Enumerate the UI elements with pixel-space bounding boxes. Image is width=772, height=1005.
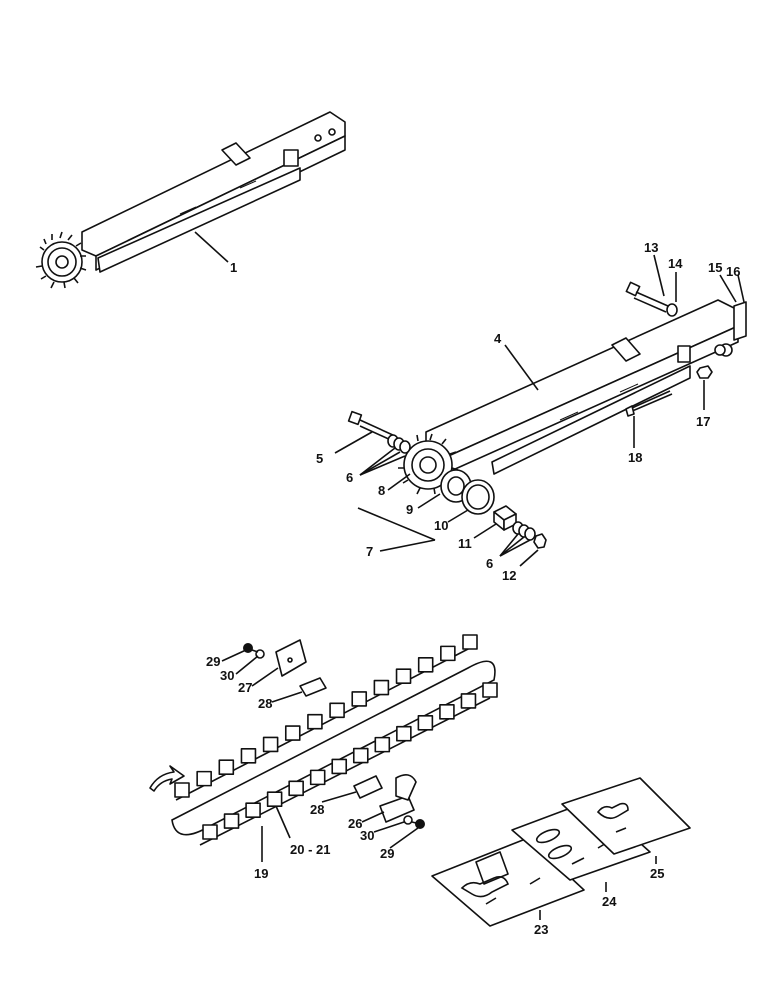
tooth-26 — [379, 774, 417, 823]
chain-link-plate — [417, 714, 434, 731]
callout-10: 10 — [434, 518, 448, 533]
callout-26: 26 — [348, 816, 362, 831]
callout-24: 24 — [602, 894, 617, 909]
chain-link-plate — [266, 791, 283, 808]
callout-30-bottom: 30 — [360, 828, 374, 843]
chain-link-plate — [440, 645, 456, 662]
spacer-block-11 — [493, 505, 517, 531]
washers-6-bottom — [512, 521, 536, 541]
chain-link-plate — [351, 691, 368, 707]
bolt-5 — [347, 410, 396, 442]
chain-link-plate — [245, 802, 261, 818]
boom-assembly-1 — [35, 111, 346, 289]
bolt-18 — [625, 390, 673, 417]
callout-19: 19 — [254, 866, 268, 881]
digging-chain-19 — [149, 634, 498, 846]
chain-link-plate — [462, 634, 478, 650]
chain-link-plate — [288, 780, 304, 797]
callout-4: 4 — [494, 331, 502, 346]
chain-link-plate — [202, 824, 218, 840]
callout-16: 16 — [726, 264, 740, 279]
drive-sprocket-8 — [398, 433, 459, 495]
chain-link-plate — [284, 725, 301, 741]
callout-20-21: 20 - 21 — [290, 842, 330, 857]
callout-11: 11 — [458, 536, 472, 551]
chain-link-plate — [329, 702, 345, 719]
callout-30-top: 30 — [220, 668, 234, 683]
callout-8: 8 — [378, 483, 385, 498]
chain-link-plate — [240, 748, 257, 764]
callout-29-bottom: 29 — [380, 846, 394, 861]
callout-7: 7 — [366, 544, 373, 559]
leader-4 — [504, 344, 539, 391]
chain-link-plate — [417, 656, 434, 673]
callout-25: 25 — [650, 866, 664, 881]
tooth-27 — [275, 639, 307, 677]
callout-23: 23 — [534, 922, 548, 937]
chain-link-plate — [309, 769, 326, 786]
callout-12: 12 — [502, 568, 516, 583]
rotation-arrow-icon — [149, 765, 185, 792]
chain-link-plate — [223, 813, 240, 829]
chain-link-plate — [352, 747, 369, 764]
callout-27: 27 — [238, 680, 252, 695]
chain-teeth-lower — [202, 682, 498, 840]
chain-link-plate — [482, 682, 498, 698]
chain-link-plate — [218, 759, 235, 776]
boom-assembly-4 — [425, 299, 739, 475]
chain-link-plate — [373, 679, 390, 696]
chain-link-plate — [196, 770, 212, 787]
callout-6-top: 6 — [346, 470, 353, 485]
chain-link-plate — [262, 736, 279, 753]
washers-6-top — [387, 434, 411, 454]
chain-link-plate — [331, 758, 348, 775]
plate-15-16 — [714, 301, 747, 357]
plates-28 — [299, 677, 383, 799]
callout-13: 13 — [644, 240, 658, 255]
bolts-29-30 — [243, 643, 425, 829]
chain-link-plate — [439, 704, 455, 720]
chain-link-plate — [396, 725, 412, 742]
callout-6-bottom: 6 — [486, 556, 493, 571]
callout-29-top: 29 — [206, 654, 220, 669]
nut-17 — [696, 365, 713, 379]
callout-1: 1 — [230, 260, 237, 275]
chain-link-plate — [174, 782, 190, 798]
callout-9: 9 — [406, 502, 413, 517]
callout-28-top: 28 — [258, 696, 272, 711]
callout-18: 18 — [628, 450, 642, 465]
washer-14 — [666, 303, 678, 317]
bolt-13 — [625, 281, 669, 313]
chain-link-plate — [374, 736, 391, 753]
chain-link-plate — [307, 713, 323, 730]
kit-card-25 — [561, 777, 691, 855]
callout-28-bottom: 28 — [310, 802, 324, 817]
chain-teeth-upper — [174, 634, 478, 798]
callout-5: 5 — [316, 451, 323, 466]
leader-1 — [194, 231, 229, 263]
retaining-ring-10 — [461, 479, 495, 515]
nut-12 — [533, 533, 547, 549]
callout-17: 17 — [696, 414, 710, 429]
chain-link-plate — [460, 693, 477, 709]
callout-15: 15 — [708, 260, 722, 275]
chain-link-plate — [395, 668, 412, 684]
kit-card-24 — [511, 799, 651, 881]
callout-14: 14 — [668, 256, 683, 271]
